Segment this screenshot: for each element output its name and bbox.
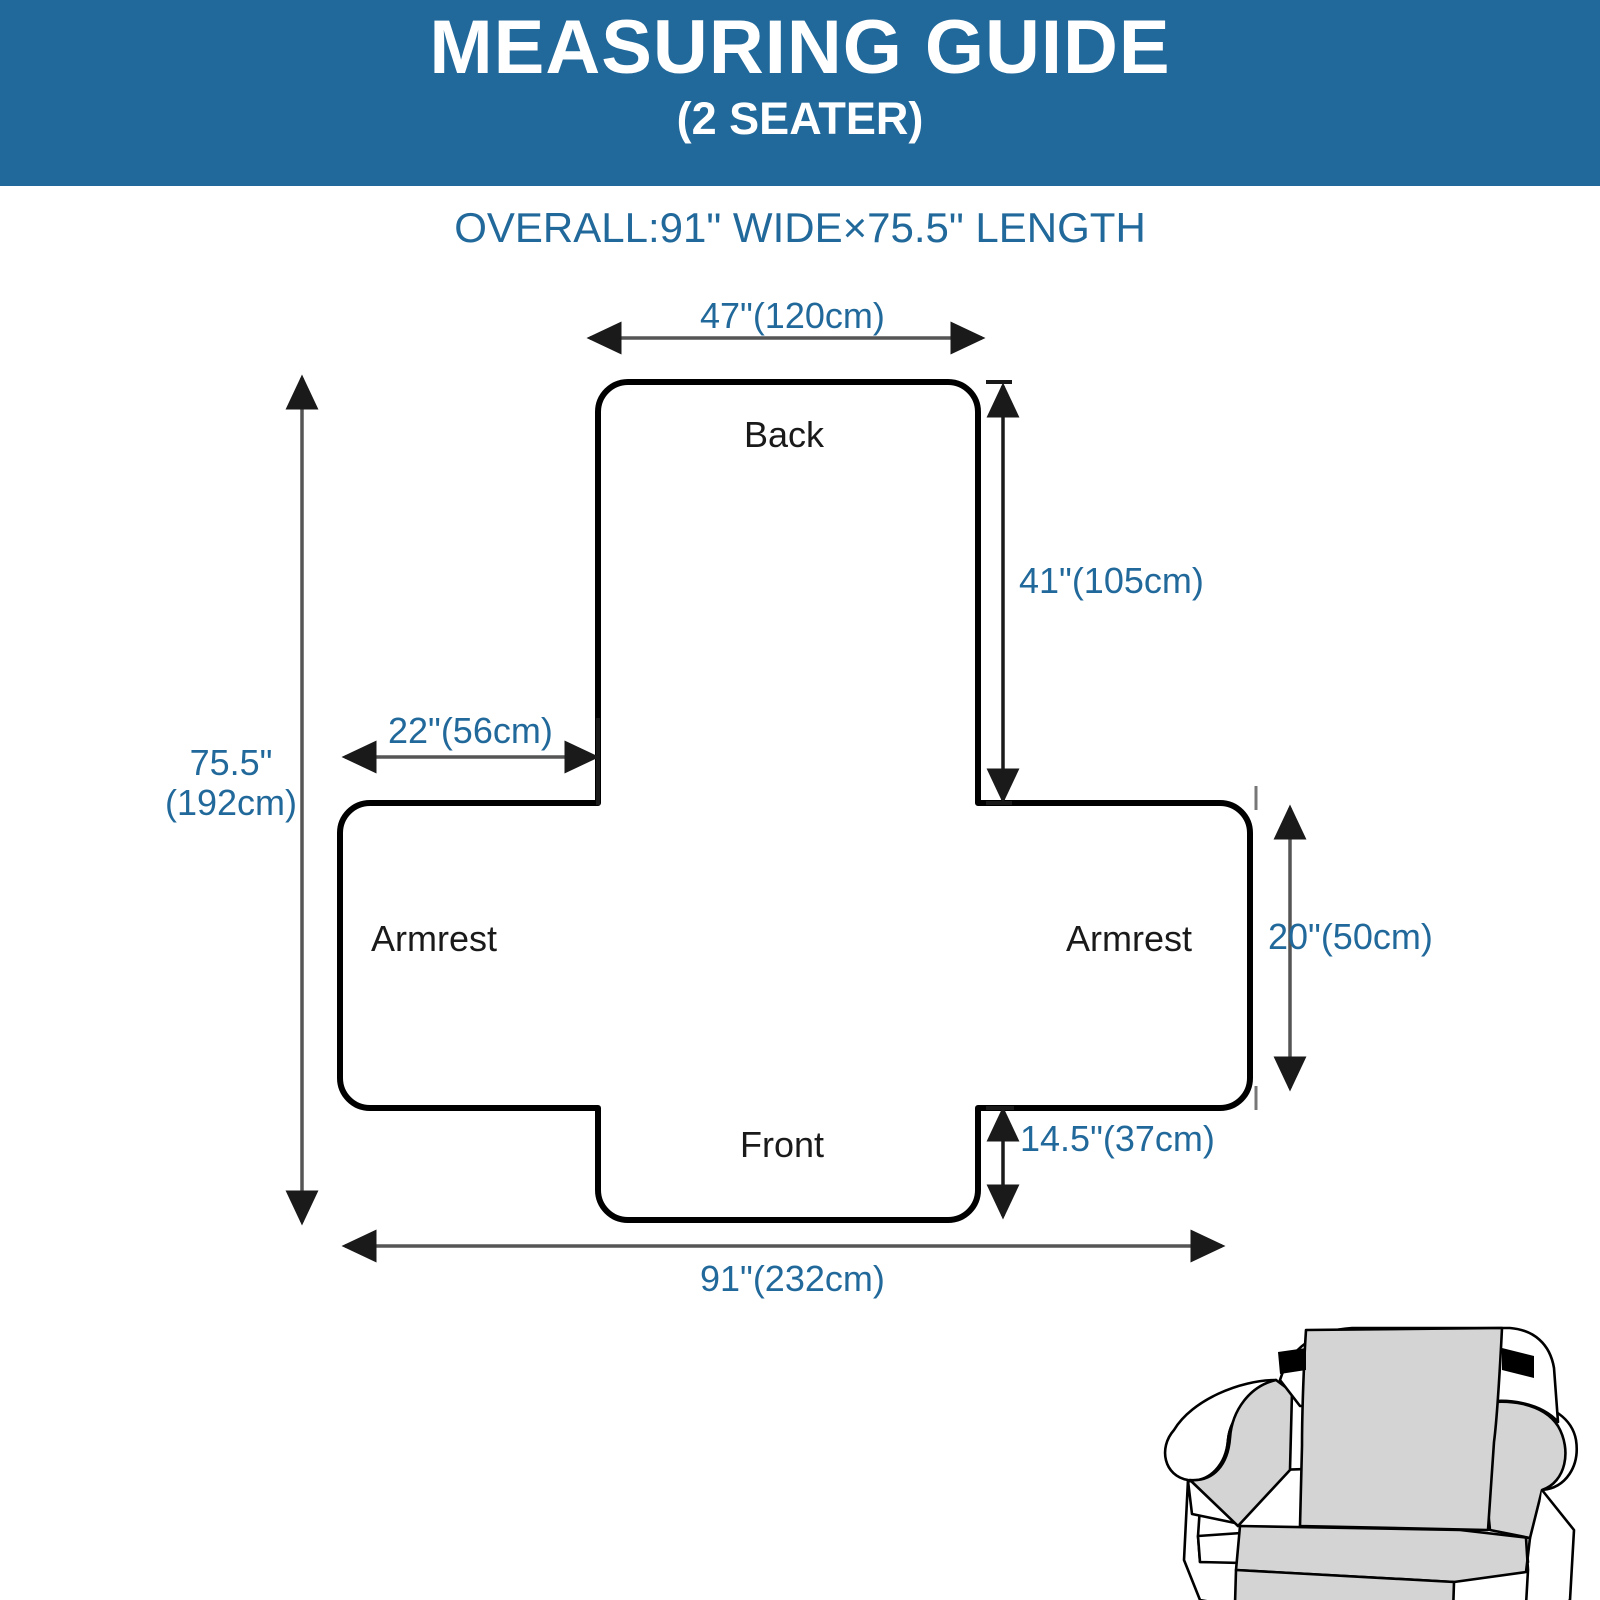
label-front: Front <box>740 1124 825 1165</box>
dimension-label-left-inset: 22"(56cm) <box>388 710 553 751</box>
label-back: Back <box>744 414 825 455</box>
label-armrest-right: Armrest <box>1066 918 1192 959</box>
dimension-front-skirt <box>986 1106 1020 1220</box>
header-banner: MEASURING GUIDE (2 SEATER) <box>0 0 1600 186</box>
page-title: MEASURING GUIDE <box>429 5 1171 90</box>
dimension-label-armrest-height: 20"(50cm) <box>1268 916 1433 957</box>
dimension-label-left-total-height: 75.5" (192cm) <box>156 742 306 824</box>
dimension-label-top-width: 47"(120cm) <box>700 295 885 336</box>
label-armrest-left: Armrest <box>371 918 497 959</box>
sofa-illustration <box>1163 1326 1578 1600</box>
dimension-label-back-height: 41"(105cm) <box>1019 560 1204 601</box>
left-height-line-2: (192cm) <box>164 782 298 824</box>
dimension-left-inset <box>341 718 600 805</box>
left-height-line-1: 75.5" <box>189 742 273 783</box>
dimension-label-bottom-width: 91"(232cm) <box>700 1258 885 1299</box>
dimension-back-height <box>986 380 1020 805</box>
page-subtitle: (2 SEATER) <box>676 92 924 144</box>
overall-dimensions-text: OVERALL:91" WIDE×75.5" LENGTH <box>454 204 1146 251</box>
dimension-label-front-skirt: 14.5"(37cm) <box>1020 1118 1215 1159</box>
cover-outline-shape <box>337 379 1253 1223</box>
dimension-armrest-height <box>1254 786 1307 1110</box>
